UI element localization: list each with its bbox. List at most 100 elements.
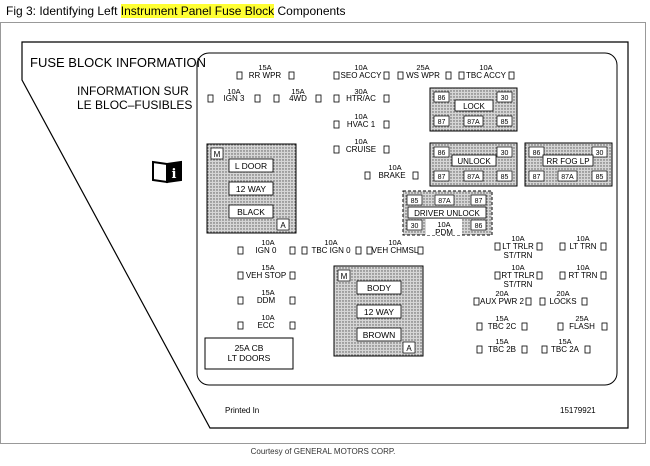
svg-text:i: i	[172, 167, 177, 182]
svg-text:IGN 0: IGN 0	[256, 246, 277, 255]
svg-text:DDM: DDM	[257, 296, 276, 305]
fuse-flash: 25A FLASH	[557, 314, 608, 331]
svg-text:L DOOR: L DOOR	[235, 161, 267, 171]
svg-text:HTR/AC: HTR/AC	[346, 94, 376, 103]
svg-text:RT TRN: RT TRN	[569, 271, 598, 280]
fuse-ws-wpr: 25A WS WPR	[397, 63, 452, 80]
svg-text:WS WPR: WS WPR	[406, 71, 440, 80]
fuse-brake: 10A BRAKE	[364, 163, 419, 180]
svg-text:LT TRLR: LT TRLR	[502, 242, 534, 251]
svg-text:87: 87	[533, 174, 541, 181]
svg-text:M: M	[214, 150, 221, 159]
svg-text:10A: 10A	[576, 234, 589, 243]
svg-text:ST/TRN: ST/TRN	[504, 251, 533, 260]
fuse-tbc-ign-0: 10A TBC IGN 0	[301, 238, 362, 255]
svg-text:LT TRN: LT TRN	[569, 242, 596, 251]
svg-text:FLASH: FLASH	[569, 322, 595, 331]
svg-text:IGN 3: IGN 3	[224, 94, 245, 103]
fuse-cruise: 10A CRUISE	[333, 137, 390, 154]
svg-text:10A: 10A	[388, 163, 401, 172]
title-fr-1: INFORMATION SUR	[77, 84, 189, 98]
svg-text:30: 30	[501, 95, 509, 102]
svg-text:12 WAY: 12 WAY	[364, 307, 395, 317]
svg-text:TBC 2C: TBC 2C	[488, 322, 517, 331]
fuse-ddm: 15A DDM	[237, 288, 296, 305]
title-en: FUSE BLOCK INFORMATION	[30, 55, 206, 70]
svg-text:10A: 10A	[437, 220, 450, 229]
fuse-lt-trn: 10A LT TRN	[559, 234, 607, 251]
svg-text:20A: 20A	[556, 289, 569, 298]
svg-text:A: A	[406, 344, 412, 353]
svg-text:10A: 10A	[324, 238, 337, 247]
fuse-veh-chmsl: 10A VEH CHMSL	[366, 238, 424, 255]
svg-text:10A: 10A	[576, 263, 589, 272]
svg-text:25A: 25A	[575, 314, 588, 323]
svg-text:10A: 10A	[354, 112, 367, 121]
svg-text:M: M	[341, 272, 348, 281]
relay-unlock: 86 30 UNLOCK 87 87A 85	[429, 142, 518, 187]
fuse-ign-0: 10A IGN 0	[237, 238, 296, 255]
figure-frame	[0, 22, 646, 444]
svg-text:LOCKS: LOCKS	[549, 297, 576, 306]
svg-text:10A: 10A	[227, 87, 240, 96]
svg-text:UNLOCK: UNLOCK	[457, 157, 491, 166]
svg-text:TBC ACCY: TBC ACCY	[466, 71, 507, 80]
svg-text:30A: 30A	[354, 87, 367, 96]
svg-text:85: 85	[501, 174, 509, 181]
svg-text:25A: 25A	[416, 63, 429, 72]
circuit-breaker-lt-doors: 25A CB LT DOORS	[204, 337, 294, 370]
svg-text:30: 30	[596, 150, 604, 157]
svg-text:87: 87	[475, 198, 483, 205]
svg-text:87: 87	[438, 119, 446, 126]
fuse-pdm: 10A PDM	[426, 219, 462, 237]
svg-text:10A: 10A	[354, 63, 367, 72]
svg-text:BRAKE: BRAKE	[378, 171, 405, 180]
svg-text:30: 30	[411, 223, 419, 230]
svg-text:15A: 15A	[495, 314, 508, 323]
svg-text:86: 86	[533, 150, 541, 157]
fuse-htr-ac: 30A HTR/AC	[333, 87, 390, 103]
fuse-veh-stop: 15A VEH STOP	[237, 263, 296, 280]
svg-text:10A: 10A	[511, 234, 524, 243]
svg-text:25A CB: 25A CB	[235, 343, 264, 353]
caption-highlight: Instrument Panel Fuse Block	[120, 4, 275, 18]
fuse-aux-pwr-2: 20A AUX PWR 2	[473, 289, 532, 306]
svg-text:HVAC 1: HVAC 1	[347, 120, 376, 129]
svg-text:85: 85	[411, 198, 419, 205]
svg-text:BROWN: BROWN	[363, 330, 396, 340]
svg-text:86: 86	[438, 150, 446, 157]
svg-text:LT DOORS: LT DOORS	[228, 353, 271, 363]
fuse-tbc-2b: 15A TBC 2B	[476, 337, 528, 354]
fuse-rr-wpr: 15A RR WPR	[236, 63, 295, 80]
svg-text:4WD: 4WD	[289, 94, 307, 103]
fuse-seo-accy: 10A SEO ACCY	[333, 63, 390, 80]
svg-text:10A: 10A	[511, 263, 524, 272]
svg-text:12 WAY: 12 WAY	[236, 184, 267, 194]
printed-in-label: Printed In	[225, 406, 259, 415]
svg-text:RR FOG LP: RR FOG LP	[546, 157, 589, 166]
fuse-rt-trn: 10A RT TRN	[559, 263, 607, 280]
info-book-icon: i	[152, 160, 182, 184]
svg-text:20A: 20A	[495, 289, 508, 298]
relay-lock: 86 30 LOCK 87 87A 85	[429, 87, 518, 132]
svg-text:85: 85	[501, 119, 509, 126]
svg-text:87A: 87A	[561, 174, 574, 181]
svg-text:10A: 10A	[354, 137, 367, 146]
fuse-ign-3: 10A IGN 3	[207, 87, 261, 103]
svg-text:15A: 15A	[261, 263, 274, 272]
svg-text:LOCK: LOCK	[463, 102, 485, 111]
svg-text:RT TRLR: RT TRLR	[501, 271, 535, 280]
svg-text:VEH CHMSL: VEH CHMSL	[372, 246, 419, 255]
svg-text:87A: 87A	[467, 119, 480, 126]
fuse-rt-trlr-st-trn: 10A RT TRLR ST/TRN	[494, 263, 543, 289]
svg-text:87A: 87A	[467, 174, 480, 181]
svg-text:TBC 2A: TBC 2A	[551, 345, 580, 354]
figure-caption: Fig 3: Identifying Left Instrument Panel…	[6, 4, 346, 18]
fuse-tbc-2c: 15A TBC 2C	[476, 314, 528, 331]
fuse-tbc-accy: 10A TBC ACCY	[458, 63, 515, 80]
svg-text:RR WPR: RR WPR	[249, 71, 282, 80]
caption-suffix: Components	[274, 4, 346, 18]
connector-left-door: M L DOOR 12 WAY BLACK A	[206, 143, 297, 234]
svg-text:10A: 10A	[479, 63, 492, 72]
